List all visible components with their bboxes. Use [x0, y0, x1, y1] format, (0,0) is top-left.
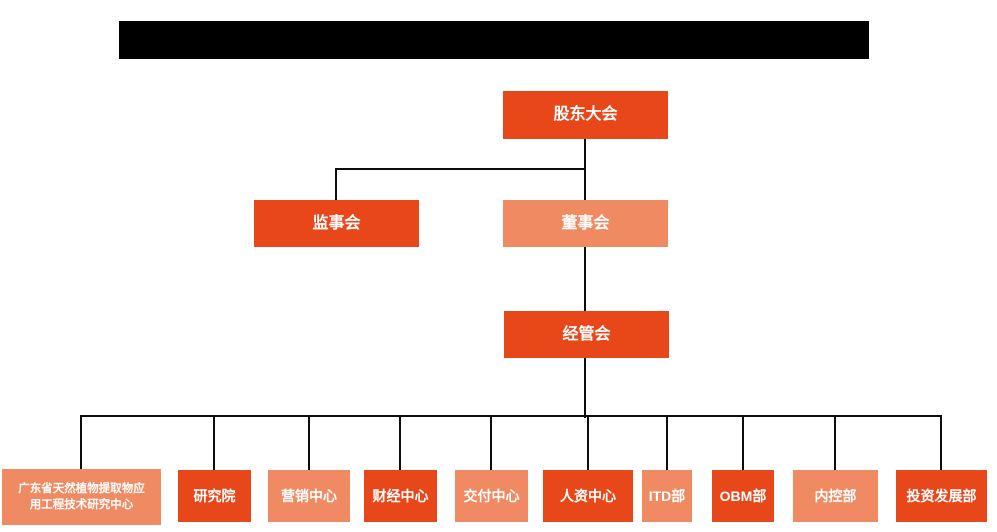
org-node-management-committee: 经管会	[504, 311, 669, 358]
connector-drop-9	[834, 415, 836, 470]
connector-drop-6	[587, 415, 589, 470]
org-node-marketing-center: 营销中心	[268, 470, 350, 522]
org-node-label: 投资发展部	[906, 487, 977, 504]
org-node-label: OBM部	[719, 487, 767, 504]
org-node-label: 人资中心	[560, 487, 616, 504]
connector-branch-horizontal	[335, 168, 586, 170]
org-node-label: 经管会	[562, 325, 611, 343]
redacted-title-bar	[119, 21, 869, 59]
org-node-internal-control-department: 内控部	[793, 470, 878, 522]
org-node-board-of-directors: 董事会	[503, 200, 668, 247]
org-node-label: 广东省天然植物提取物应 用工程技术研究中心	[18, 482, 145, 511]
org-node-label: 研究院	[193, 487, 236, 504]
connector-drop-supervisory	[335, 168, 337, 201]
org-node-label: 监事会	[312, 214, 361, 232]
org-node-label: 内控部	[814, 487, 857, 504]
org-node-delivery-center: 交付中心	[455, 470, 528, 522]
org-node-research-institute: 研究院	[178, 470, 251, 522]
org-node-itd-department: ITD部	[642, 470, 692, 522]
org-node-label: 财经中心	[372, 487, 429, 504]
connector-drop-4	[399, 415, 401, 470]
org-node-shareholders-meeting: 股东大会	[503, 91, 668, 139]
connector-drop-2	[213, 415, 215, 470]
connector-drop-7	[666, 415, 668, 470]
org-node-label: 股东大会	[553, 106, 618, 124]
org-node-finance-center: 财经中心	[364, 470, 437, 522]
org-node-obm-department: OBM部	[712, 470, 774, 522]
connector-trunk-mid	[584, 358, 586, 418]
org-node-label: ITD部	[648, 487, 686, 504]
connector-drop-3	[308, 415, 310, 470]
connector-drop-5	[490, 415, 492, 470]
org-node-label: 交付中心	[463, 487, 520, 504]
org-node-supervisory-board: 监事会	[254, 200, 419, 247]
connector-drop-8	[742, 415, 744, 470]
org-node-guangdong-plant-extract-research-center: 广东省天然植物提取物应 用工程技术研究中心	[2, 469, 161, 525]
connector-bottom-horizontal	[80, 415, 942, 417]
org-node-label: 董事会	[561, 214, 610, 232]
org-node-investment-development-department: 投资发展部	[896, 470, 987, 522]
connector-drop-10	[940, 415, 942, 470]
org-node-hr-center: 人资中心	[543, 470, 633, 522]
connector-drop-1	[80, 415, 82, 470]
org-node-label: 营销中心	[281, 487, 337, 504]
